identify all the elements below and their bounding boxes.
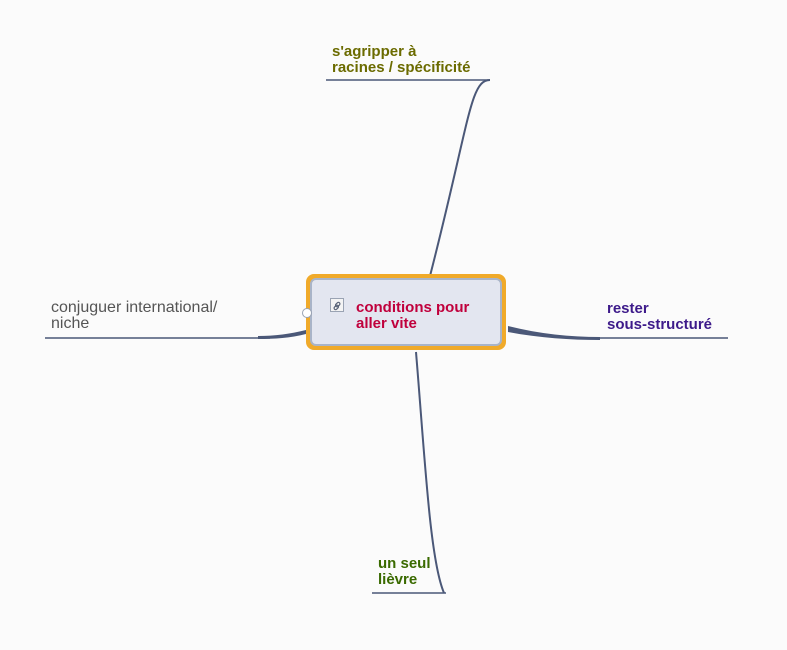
branch-label-right[interactable]: rester sous-structuré [607,301,712,333]
branch-label-bottom[interactable]: un seul lièvre [378,556,431,588]
collapse-handle[interactable] [302,308,312,318]
connector-left [258,330,306,339]
branch-label-bottom-line2: lièvre [378,571,418,588]
link-icon[interactable] [330,298,344,312]
central-node-label: conditions pour aller vite [356,300,469,332]
central-node-body: conditions pour aller vite [310,278,502,346]
branch-label-left[interactable]: conjuguer international/ niche [51,300,217,332]
link-icon-glyph [333,301,341,311]
connector-right [508,326,600,340]
central-label-line1: conditions pour [356,299,470,316]
branch-label-left-line1: conjuguer international/ [51,299,218,316]
branch-label-top-line2: racines / spécificité [332,59,471,76]
connector-bottom [415,351,445,594]
branch-label-left-line2: niche [51,315,90,332]
branch-label-bottom-line1: un seul [378,555,431,572]
connector-top [429,79,491,277]
branch-label-top-line1: s'agripper à [332,43,417,60]
central-label-line2: aller vite [356,315,417,332]
branch-label-right-line2: sous-structuré [607,316,713,333]
branch-label-top[interactable]: s'agripper à racines / spécificité [332,44,470,76]
central-node[interactable]: conditions pour aller vite [306,274,506,350]
branch-label-right-line1: rester [607,300,649,317]
